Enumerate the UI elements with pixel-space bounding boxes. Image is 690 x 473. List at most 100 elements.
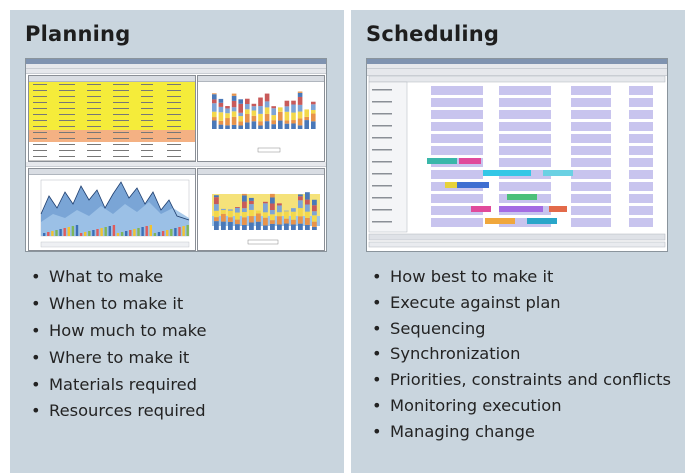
scheduling-menu-bar [367, 64, 667, 69]
chart-bar [258, 113, 263, 122]
table-row [29, 154, 195, 161]
chart-bar [231, 116, 237, 125]
gantt-lane [431, 134, 483, 143]
chart-bar [251, 110, 257, 116]
chart-bar [231, 95, 237, 101]
chart-bar [225, 106, 230, 109]
gantt-task [471, 206, 491, 212]
chart-bar [270, 197, 275, 204]
chart-bar [225, 118, 230, 126]
chart-bar [305, 204, 310, 212]
gantt-lane [629, 218, 653, 227]
chart-bar [251, 121, 257, 129]
chart-bar [100, 228, 103, 236]
chart-bar [263, 225, 268, 230]
chart-bar [153, 233, 157, 236]
gantt-resource-label-line [372, 113, 392, 115]
planning-window-titlebar [26, 59, 326, 64]
chart-bar [298, 208, 303, 217]
chart-bar [112, 225, 116, 236]
gantt-lane [629, 98, 653, 107]
chart-bar [212, 99, 217, 104]
gantt-lane [571, 218, 611, 227]
chart-bar [149, 225, 152, 236]
chart-bar [264, 93, 270, 102]
chart-bar [218, 124, 224, 129]
chart-bar [284, 218, 289, 224]
chart-bar [228, 221, 233, 230]
chart-bar [92, 230, 95, 236]
chart-bar [284, 123, 290, 129]
chart-bar [298, 223, 303, 230]
chart-bar [235, 219, 240, 225]
chart-bar [166, 230, 169, 236]
gantt-task [549, 206, 567, 212]
list-item: What to make [31, 266, 336, 288]
chart-bar [125, 231, 128, 236]
chart-bar [270, 223, 275, 230]
chart-bar [312, 221, 317, 227]
planning-menu-bar [26, 64, 326, 69]
gantt-lane [629, 206, 653, 215]
chart-bar [231, 107, 237, 112]
chart-bar [79, 233, 83, 236]
chart-bar [304, 109, 309, 117]
chart-bar [137, 228, 140, 236]
chart-bar [298, 216, 303, 224]
gantt-lane [629, 146, 653, 155]
chart-bar [291, 112, 296, 121]
chart-bar [231, 124, 237, 129]
chart-bar [218, 106, 224, 113]
gantt-task [459, 158, 481, 164]
chart-bar [225, 113, 230, 119]
chart-bar [263, 201, 268, 204]
scheduling-bullet-list: How best to make it Execute against plan… [372, 266, 677, 447]
capacity-chart-pane-2 [197, 168, 325, 251]
chart-bar [298, 200, 303, 209]
chart-bar [305, 224, 310, 230]
gantt-lane [431, 110, 483, 119]
chart-bar [71, 226, 75, 236]
chart-bar [221, 221, 226, 230]
chart-bar [238, 116, 243, 122]
gantt-lane [499, 122, 551, 131]
chart-bar [249, 209, 254, 217]
gantt-lane [571, 170, 611, 179]
chart-bar [104, 227, 107, 236]
chart-bar [214, 217, 219, 222]
chart-bar [212, 103, 217, 112]
chart-bar [242, 208, 247, 213]
chart-bar [264, 107, 270, 114]
chart-bar [170, 229, 173, 236]
chart-bar [235, 207, 240, 208]
chart-bar [182, 226, 185, 236]
chart-bar [141, 227, 144, 236]
chart-bar [228, 209, 233, 211]
chart-bar [221, 213, 226, 222]
chart-bar [311, 121, 316, 129]
capacity-chart-2 [212, 192, 320, 245]
chart-bar [214, 210, 219, 218]
stock-profile-chart [40, 179, 190, 248]
gantt-lane [571, 98, 611, 107]
gantt-lane [571, 146, 611, 155]
gantt-lane [629, 134, 653, 143]
chart-bar [304, 116, 309, 121]
chart-bar [251, 106, 257, 111]
chart-bar [55, 230, 58, 236]
chart-bar [270, 214, 275, 221]
chart-bar [245, 104, 250, 110]
planning-table-pane [28, 75, 196, 162]
chart-bar [174, 228, 177, 236]
chart-bar [264, 101, 270, 108]
chart-bar [186, 225, 189, 236]
gantt-lane [431, 122, 483, 131]
chart-bar [311, 101, 316, 105]
chart-bar [291, 208, 296, 212]
gantt-lane [571, 86, 611, 95]
chart-bar [312, 205, 317, 212]
gantt-resource-label-line [372, 125, 392, 127]
chart-bar [297, 96, 303, 105]
planning-table-rows [29, 82, 195, 161]
chart-bar [312, 226, 317, 230]
